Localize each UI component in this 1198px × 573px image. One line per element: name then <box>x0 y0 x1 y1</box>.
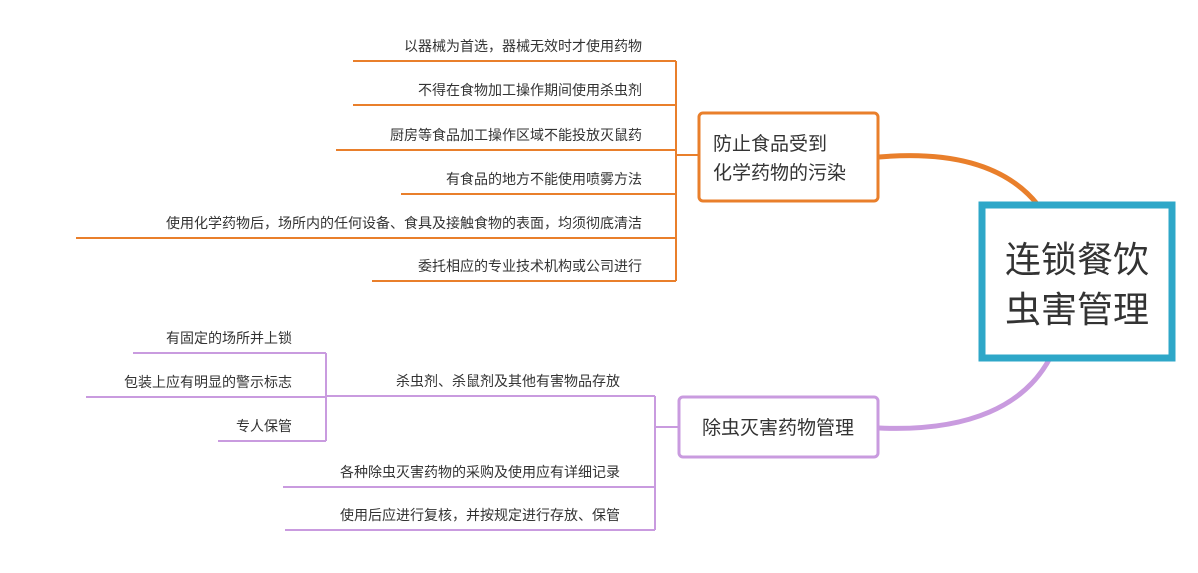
branch1-connectors <box>76 60 699 282</box>
root-title-line2: 虫害管理 <box>1005 290 1149 331</box>
branch1-item-4: 有食品的地方不能使用喷雾方法 <box>446 171 642 188</box>
branch1-node[interactable]: 防止食品受到 化学药物的污染 <box>697 111 880 203</box>
branch2-sub-label: 杀虫剂、杀鼠剂及其他有害物品存放 <box>396 374 620 390</box>
branch2-item-2: 使用后应进行复核，并按规定进行存放、保管 <box>340 507 620 524</box>
branch2-node[interactable]: 除虫灭害药物管理 <box>677 395 880 459</box>
branch1-item-1: 以器械为首选，器械无效时才使用药物 <box>404 38 642 55</box>
branch2-sub-item-2: 包装上应有明显的警示标志 <box>124 374 292 391</box>
root-title-line1: 连锁餐饮 <box>1005 240 1149 281</box>
branch1-item-5: 使用化学药物后，场所内的任何设备、食具及接触食物的表面，均须彻底清洁 <box>166 215 642 232</box>
root-node[interactable]: 连锁餐饮 虫害管理 <box>978 201 1176 362</box>
branch1-item-2: 不得在食物加工操作期间使用杀虫剂 <box>418 82 642 99</box>
branch1-item-3: 厨房等食品加工操作区域不能投放灭鼠药 <box>390 127 642 144</box>
branch2-item-1: 各种除虫灭害药物的采购及使用应有详细记录 <box>340 464 620 481</box>
branch1-title-line2: 化学药物的污染 <box>713 162 846 184</box>
branch1-item-6: 委托相应的专业技术机构或公司进行 <box>418 258 642 275</box>
branch2-title: 除虫灭害药物管理 <box>702 417 854 439</box>
branch1-title-line1: 防止食品受到 <box>713 133 827 155</box>
branch2-sub-item-3: 专人保管 <box>236 419 292 435</box>
connector-root-branch1 <box>878 153 1040 207</box>
branch2-connectors <box>86 352 679 531</box>
connector-root-branch2 <box>878 356 1053 431</box>
branch2-sub-item-1: 有固定的场所并上锁 <box>166 331 292 347</box>
